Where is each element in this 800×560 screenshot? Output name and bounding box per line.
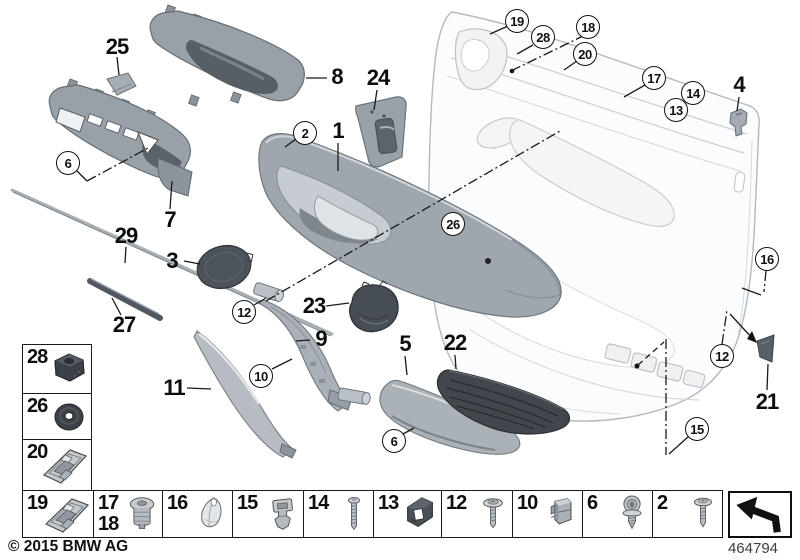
part-label-25: 25 xyxy=(105,34,130,59)
fastener-cell-15: 15 xyxy=(232,490,304,538)
fastener-cell-12: 12 xyxy=(441,490,513,538)
legend-cell-number: 28 xyxy=(27,346,48,368)
part-label-7: 7 xyxy=(164,207,176,232)
part-4-clip xyxy=(729,108,748,137)
part-3-cover xyxy=(196,244,254,290)
part-27-strip xyxy=(87,278,163,321)
fastener-cell-13: 13 xyxy=(373,490,442,538)
callout-balloon-10: 10 xyxy=(249,364,273,388)
part-label-4: 4 xyxy=(733,72,745,97)
part-22-speaker-grille xyxy=(436,369,571,435)
diagram-number: 464794 xyxy=(727,540,779,557)
cone-plug-icon xyxy=(201,497,222,528)
part-label-27: 27 xyxy=(112,312,137,337)
part-label-3: 3 xyxy=(166,248,178,273)
fastener-cell-16: 16 xyxy=(162,490,233,538)
part-label-23: 23 xyxy=(302,293,327,318)
snap-clip-icon xyxy=(272,498,293,530)
continuation-arrow-icon xyxy=(736,496,781,533)
block-clip-icon xyxy=(550,498,572,525)
expanding-nut-icon xyxy=(129,497,155,529)
part-label-22: 22 xyxy=(443,330,468,355)
copyright-text: © 2015 BMW AG xyxy=(8,538,129,555)
legend-cell-number: 20 xyxy=(27,441,48,463)
leader-dots xyxy=(509,68,757,369)
pan-screw-icon xyxy=(694,497,712,528)
part-25-clip xyxy=(106,72,137,96)
fastener-cell-number: 19 xyxy=(27,492,48,514)
fastener-cell-10: 10 xyxy=(512,490,583,538)
part-8-switch-trim xyxy=(149,4,305,107)
part-label-1: 1 xyxy=(332,118,344,143)
part-label-29: 29 xyxy=(114,223,139,248)
bracket-plate-icon xyxy=(42,449,88,484)
torx-screw-icon xyxy=(622,495,642,530)
callout-balloon-6: 6 xyxy=(382,429,406,453)
fastener-cell-number: 18 xyxy=(98,513,119,535)
part-label-21: 21 xyxy=(755,389,780,414)
callout-balloon-20: 20 xyxy=(573,42,597,66)
fastener-cell-number: 2 xyxy=(657,492,668,514)
bracket-plate-icon xyxy=(44,498,90,533)
callout-balloon-6: 6 xyxy=(56,151,80,175)
legend-cell-28: 28 xyxy=(22,344,92,394)
fastener-cell-6: 6 xyxy=(582,490,653,538)
callout-balloon-2: 2 xyxy=(293,121,317,145)
part-7-switch-carrier xyxy=(48,78,193,197)
long-screw-icon xyxy=(348,497,360,531)
callout-balloon-15: 15 xyxy=(685,417,709,441)
callout-balloon-12: 12 xyxy=(710,344,734,368)
continuation-arrow-box[interactable] xyxy=(728,491,792,538)
fastener-cell-19: 19 xyxy=(22,490,94,538)
callout-balloon-13: 13 xyxy=(664,98,688,122)
callout-balloon-18: 18 xyxy=(576,15,600,39)
part-label-9: 9 xyxy=(315,326,327,351)
legend-cell-number: 26 xyxy=(27,395,48,417)
legend-cell-20: 20 xyxy=(22,439,92,491)
callout-balloon-26: 26 xyxy=(441,212,465,236)
fastener-cell-number: 17 xyxy=(98,492,119,514)
part-label-8: 8 xyxy=(331,64,343,89)
callout-balloon-12: 12 xyxy=(232,300,256,324)
fastener-cell-number: 10 xyxy=(517,492,538,514)
fastener-cell-number: 15 xyxy=(237,492,258,514)
callout-balloon-17: 17 xyxy=(642,66,666,90)
part-21-corner-cover xyxy=(756,334,775,363)
callout-balloon-16: 16 xyxy=(755,247,779,271)
part-23-mirror-cover xyxy=(348,280,399,333)
washer-screw-icon xyxy=(483,498,503,529)
part-label-5: 5 xyxy=(399,331,411,356)
callout-balloon-19: 19 xyxy=(505,9,529,33)
legend-cell-26: 26 xyxy=(22,393,92,440)
part-label-11: 11 xyxy=(163,375,185,400)
fastener-cell-14: 14 xyxy=(303,490,374,538)
callout-balloon-14: 14 xyxy=(681,81,705,105)
fastener-cell-2: 2 xyxy=(652,490,723,538)
continuation-arrow-icon xyxy=(733,495,787,535)
fastener-cell-number: 13 xyxy=(378,492,399,514)
fastener-cell-number: 6 xyxy=(587,492,598,514)
fastener-cell-number: 14 xyxy=(308,492,329,514)
washer-icon xyxy=(54,403,84,430)
hex-nut-icon xyxy=(54,353,85,382)
part-11-trim-strip xyxy=(193,330,297,459)
part-1-armrest-trim xyxy=(258,132,562,318)
leader-lines xyxy=(76,25,769,455)
edge-clip-icon xyxy=(407,497,433,528)
part-24-handle-cover xyxy=(355,96,407,168)
part-label-24: 24 xyxy=(366,65,391,90)
fastener-cell-number: 16 xyxy=(167,492,188,514)
fastener-cell-number: 12 xyxy=(446,492,467,514)
callout-balloon-28: 28 xyxy=(531,25,555,49)
